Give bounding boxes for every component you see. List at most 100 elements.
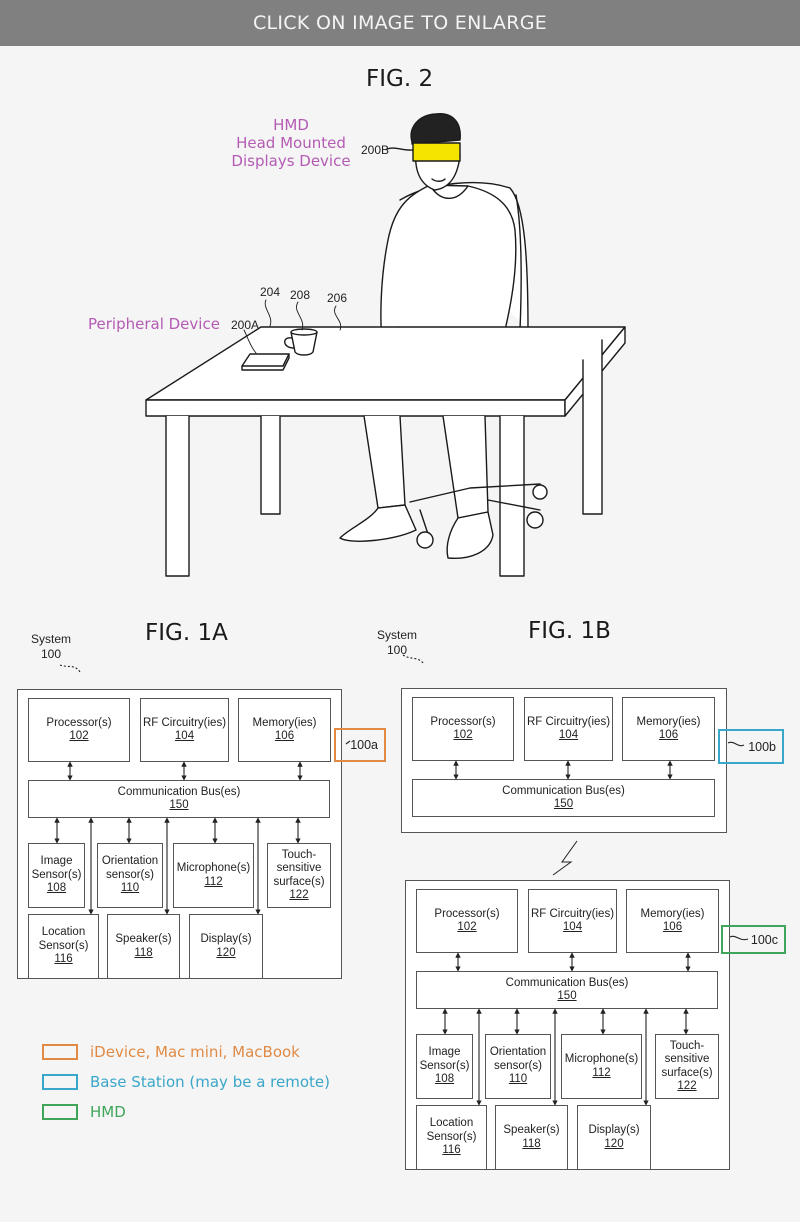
system-arrow-1b [402,654,425,665]
block-ref-number: 116 [54,953,73,966]
leader-208 [296,301,304,331]
block-label: RF Circuitry(ies) [142,716,227,729]
block-microphone-s: Microphone(s)112 [173,843,254,908]
block-label: Processor(s) [430,715,496,728]
ref-206: 206 [327,291,348,305]
ref-208: 208 [290,288,311,302]
block-label: RF Circuitry(ies) [526,715,611,728]
block-processor-s: Processor(s)102 [28,698,130,762]
block-communication-bus-es: Communication Bus(es)150 [412,779,715,817]
fig2-title: FIG. 2 [366,66,434,92]
person-mouth [431,178,446,182]
block-processor-s: Processor(s)102 [416,889,518,953]
legend-item: iDevice, Mac mini, MacBook [42,1043,300,1061]
block-ref-number: 118 [134,946,153,959]
peripheral-annotation: Peripheral Device [88,315,220,333]
block-ref-number: 106 [658,729,679,741]
system-word: System [376,628,417,642]
table-leg-back-left [260,415,281,515]
block-label: Location [41,926,86,939]
block-label: sensitive [664,1053,710,1065]
block-ref-number: 104 [562,921,583,933]
chair-wheel [532,484,548,500]
block-label: Processor(s) [434,907,500,920]
block-ref-number: 112 [592,1066,611,1079]
block-memory-ies: Memory(ies)106 [622,697,715,761]
leader-200a [243,329,257,354]
hmd-annotation: HMD Head Mounted Displays Device [222,116,360,170]
block-ref-number: 122 [289,889,309,901]
table-leg-back-right [582,339,603,515]
block-memory-ies: Memory(ies)106 [626,889,719,953]
system-arrow-1a [59,664,81,673]
block-ref-number: 116 [442,1144,461,1157]
system-number: 100 [40,647,62,661]
block-label: RF Circuitry(ies) [530,907,615,920]
ref-204: 204 [260,285,281,299]
block-ref-number: 106 [274,730,295,742]
block-label: Sensor(s) [426,1130,477,1143]
legend-item: Base Station (may be a remote) [42,1073,330,1091]
block-display-s: Display(s)120 [577,1105,651,1170]
block-label: Location [429,1117,474,1130]
block-label: Speaker(s) [115,933,172,945]
block-label: Memory(ies) [252,716,317,729]
block-ref-number: 112 [204,875,223,888]
block-rf-circuitry-ies: RF Circuitry(ies)104 [524,697,613,761]
block-label: Orientation [489,1046,547,1059]
peripheral-device-side [241,353,290,371]
coffee-cup-rim [290,328,318,336]
legend-swatch-icon [42,1074,78,1090]
table-leg-front-left [165,415,190,577]
hmd-annotation-line: Head Mounted [236,134,346,152]
block-ref-number: 110 [508,1073,528,1086]
fig2-illustration [145,113,626,577]
block-label: sensitive [276,862,322,874]
block-communication-bus-es: Communication Bus(es)150 [416,971,718,1009]
person-shoe-left [339,504,417,542]
tag-100c: 100c [721,925,786,954]
block-label: Microphone(s) [564,1053,639,1065]
leader-100b [727,741,745,747]
block-ref-number: 120 [604,1137,624,1150]
fig1a-system-label: System 100 [28,632,74,662]
block-label: sensor(s) [106,868,154,881]
person-hair [410,113,461,145]
block-ref-number: 118 [522,1137,541,1150]
block-processor-s: Processor(s)102 [412,697,514,761]
legend-swatch-icon [42,1104,78,1120]
enlarge-banner[interactable]: CLICK ON IMAGE TO ENLARGE [0,0,800,46]
leader-100c [729,935,749,941]
block-label: Sensor(s) [38,939,89,952]
block-memory-ies: Memory(ies)106 [238,698,331,762]
block-label: Touch- [669,1039,705,1052]
fig1b-title: FIG. 1B [528,618,611,644]
block-label: surface(s) [273,875,325,888]
block-ref-number: 102 [453,729,473,741]
system-number: 100 [386,643,408,657]
block-label: Processor(s) [46,716,112,729]
leader-206 [334,305,342,331]
person-shoe-right [446,511,494,559]
hmd-visor [412,142,461,162]
block-label: Speaker(s) [503,1124,560,1136]
tag-100c-label: 100c [750,932,778,947]
hmd-annotation-line: HMD [273,116,309,134]
fig1b-system-label: System 100 [374,628,420,658]
block-label: Memory(ies) [640,907,705,920]
block-ref-number: 150 [553,798,574,810]
block-display-s: Display(s)120 [189,914,263,979]
block-label: sensor(s) [494,1059,542,1072]
legend-label: Base Station (may be a remote) [90,1073,330,1091]
block-speaker-s: Speaker(s)118 [495,1105,568,1170]
block-label: Sensor(s) [31,868,82,881]
leader-100a [345,740,351,745]
legend-label: HMD [90,1103,126,1121]
coffee-cup-handle [284,337,295,349]
block-communication-bus-es: Communication Bus(es)150 [28,780,330,818]
